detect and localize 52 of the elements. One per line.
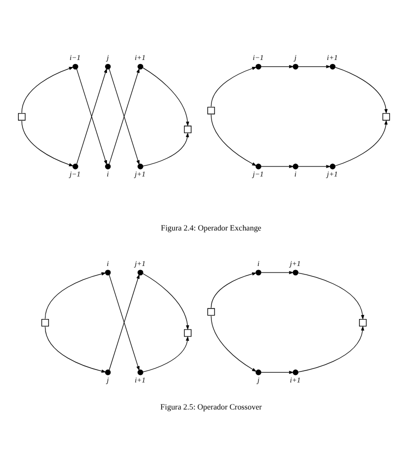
arrow: [142, 132, 190, 166]
node-circle: [138, 64, 144, 70]
arrow: [210, 114, 257, 166]
node-circle: [330, 164, 336, 170]
arrow: [298, 326, 364, 372]
node-box: [18, 113, 26, 121]
arrow: [260, 65, 294, 68]
arrow: [142, 336, 190, 372]
node-circle: [256, 270, 262, 276]
node-circle: [292, 64, 298, 70]
arrow: [44, 326, 106, 373]
arrow: [260, 270, 294, 274]
node-box: [184, 329, 192, 337]
node-circle: [292, 370, 298, 376]
arrow: [298, 164, 331, 168]
arrow: [334, 120, 388, 166]
node-circle: [292, 270, 298, 276]
node-circle: [105, 164, 111, 170]
arrow: [210, 316, 257, 372]
node-circle: [330, 64, 336, 70]
arrow: [142, 273, 190, 330]
node-box: [359, 318, 367, 327]
node-circle: [292, 164, 298, 170]
node-box: [382, 113, 390, 121]
arrow: [210, 66, 257, 107]
node-circle: [256, 370, 262, 376]
arrow: [260, 164, 294, 168]
arrow: [142, 68, 190, 126]
arrow: [21, 120, 74, 166]
arrow: [260, 370, 294, 374]
arrow: [298, 65, 331, 68]
label: Figura 2.4: Operador Exchange: [160, 223, 262, 232]
arrow: [21, 66, 74, 114]
node-circle: [138, 270, 144, 276]
node-circle: [256, 64, 262, 70]
node-circle: [138, 164, 144, 170]
node-circle: [105, 370, 111, 376]
node-box: [207, 106, 215, 114]
arrow: [44, 272, 106, 320]
arrow: [210, 272, 257, 308]
node-box: [184, 126, 192, 134]
arrow: [334, 66, 388, 114]
node-circle: [105, 64, 111, 70]
label: Figura 2.5: Operador Crossover: [160, 402, 262, 412]
node-box: [41, 318, 49, 327]
node-circle: [72, 64, 78, 70]
node-box: [207, 308, 215, 316]
node-circle: [72, 164, 78, 170]
node-circle: [105, 270, 111, 276]
arrow: [298, 272, 364, 320]
node-circle: [256, 164, 262, 170]
node-circle: [138, 370, 144, 376]
